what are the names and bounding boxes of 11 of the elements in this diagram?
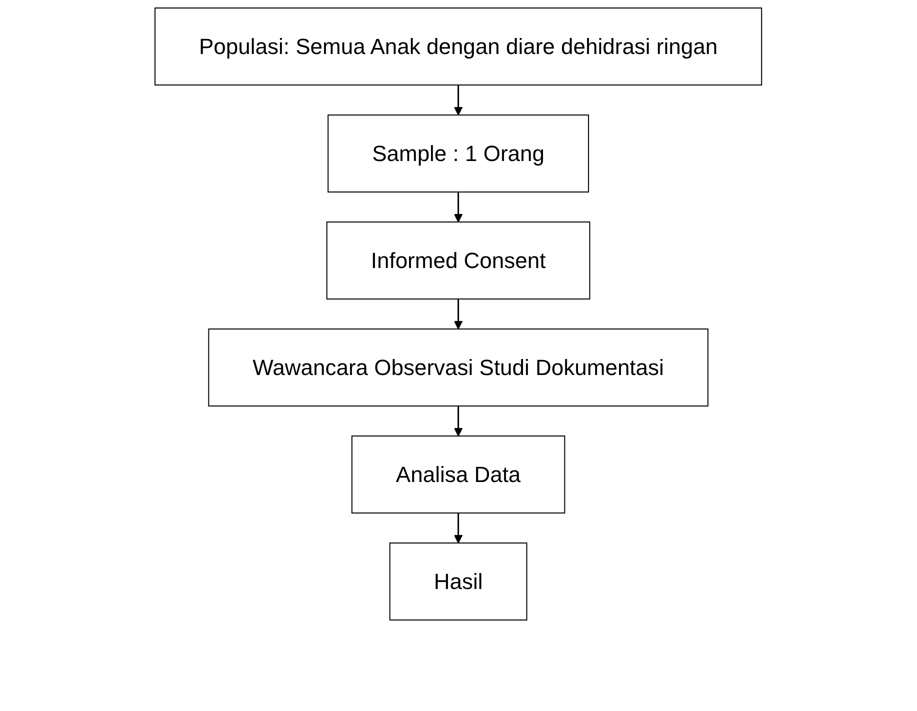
arrow (454, 192, 463, 222)
arrow (454, 406, 463, 436)
arrow (454, 513, 463, 544)
node-box: Wawancara Observasi Studi Dokumentasi (208, 328, 709, 406)
node-box: Sample : 1 Orang (328, 114, 590, 192)
node-box: Analisa Data (352, 436, 566, 514)
node-box: Informed Consent (326, 222, 590, 300)
arrow (454, 299, 463, 330)
node-box: Populasi: Semua Anak dengan diare dehidrasi ringan (154, 8, 762, 86)
arrow (454, 85, 463, 116)
node-box: Hasil (390, 542, 528, 620)
